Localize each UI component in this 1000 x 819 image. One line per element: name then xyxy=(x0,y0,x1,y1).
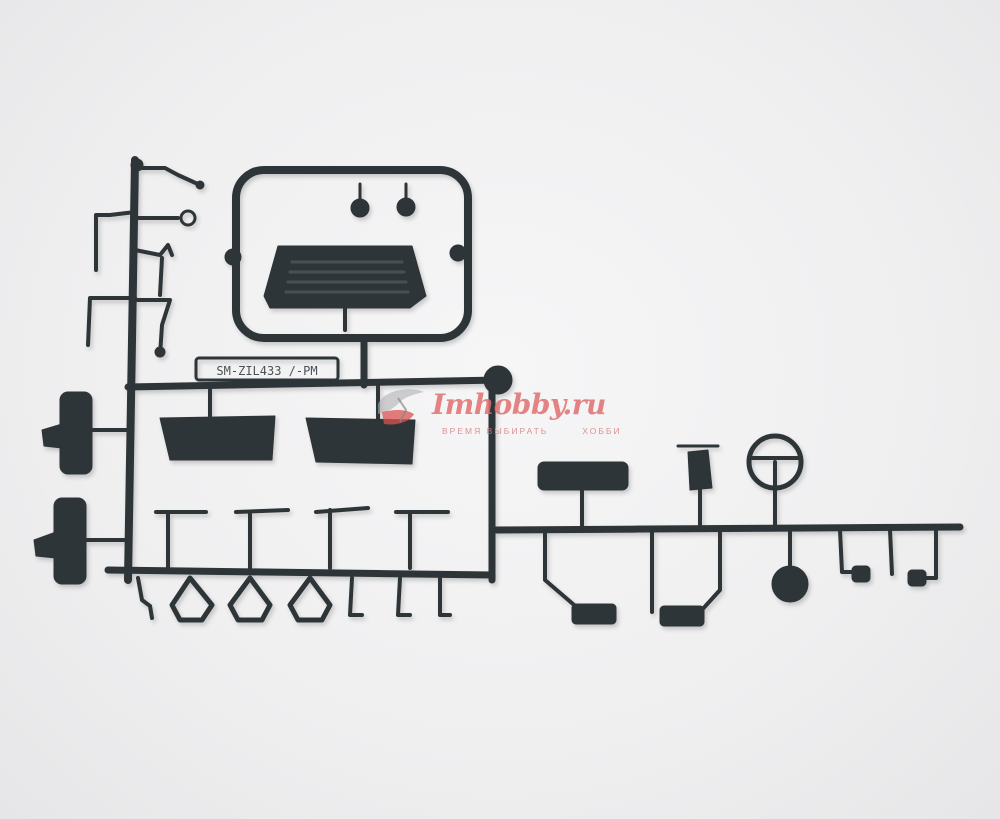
floor-panel-parts xyxy=(159,384,416,465)
grille-frame-part xyxy=(224,166,472,389)
mirror-parts xyxy=(543,528,938,627)
radiator-grille-part xyxy=(263,245,427,332)
watermark-tagline-left: ВРЕМЯ ВЫБИРАТЬ xyxy=(442,426,549,436)
right-horizontal-runner xyxy=(492,523,964,534)
watermark: Imhobby.ru ВРЕМЯ ВЫБИРАТЬ ХОББИ xyxy=(370,382,640,442)
lower-runner xyxy=(104,566,496,579)
watermark-brand: Imhobby.ru xyxy=(432,388,606,421)
handle-parts xyxy=(136,575,452,623)
brand-logo-icon xyxy=(378,389,424,425)
sprue-label-text: SM-ZIL433 /-PM xyxy=(216,364,317,378)
footstep-parts xyxy=(33,391,130,585)
watermark-tagline: ВРЕМЯ ВЫБИРАТЬ ХОББИ xyxy=(442,426,622,436)
wiper-arm-parts xyxy=(154,506,450,570)
main-vertical-runner xyxy=(124,156,144,584)
dashboard-parts xyxy=(537,433,804,530)
small-lever-parts xyxy=(86,166,205,358)
watermark-tagline-right: ХОББИ xyxy=(582,426,622,436)
